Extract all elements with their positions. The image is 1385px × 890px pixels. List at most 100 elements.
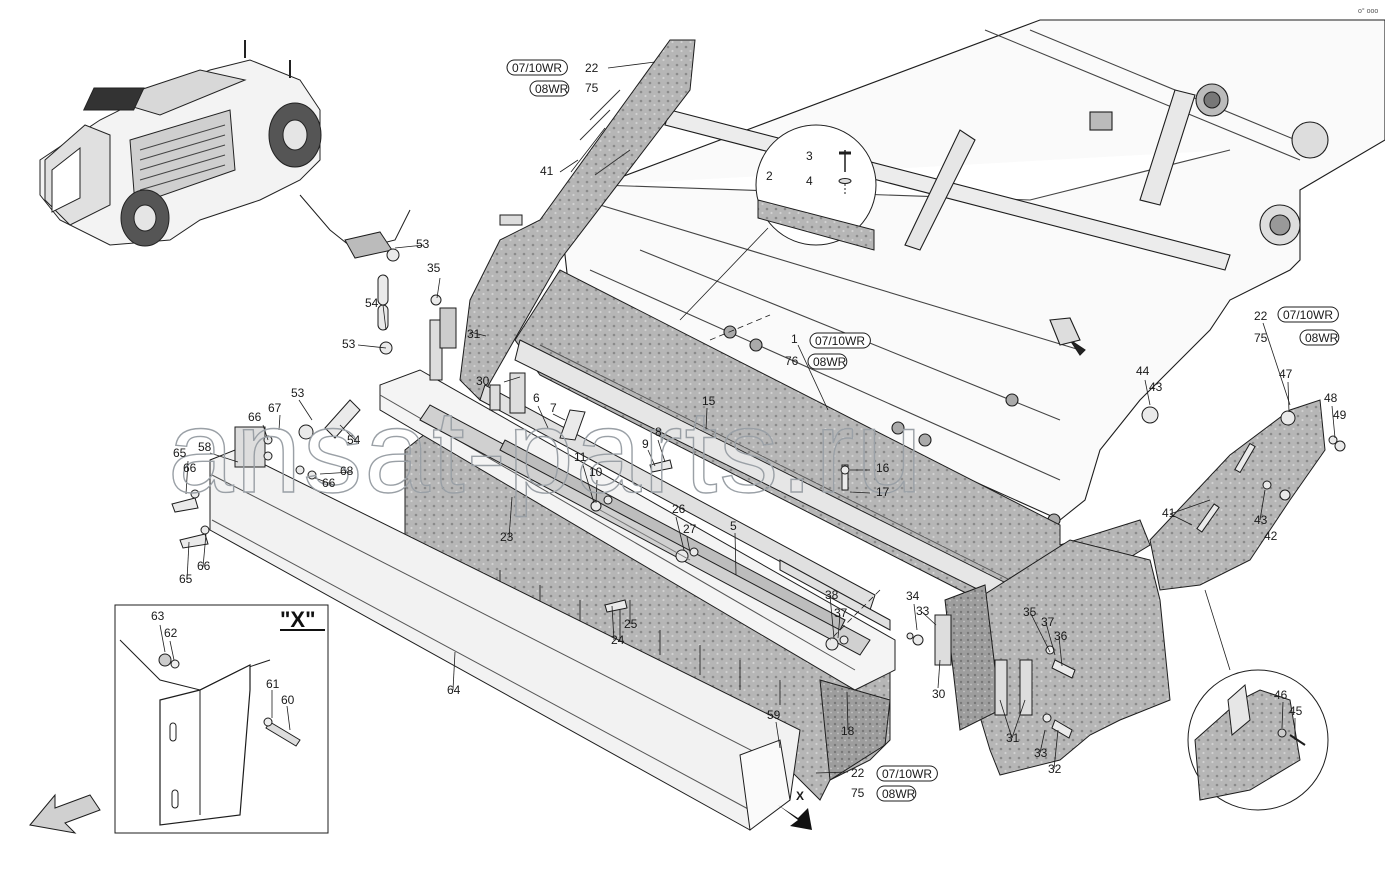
leader-line xyxy=(657,439,666,463)
callout-46: 46 xyxy=(1274,688,1288,702)
callout-6: 6 xyxy=(533,391,540,405)
callout-31: 31 xyxy=(1006,731,1020,745)
leader-line xyxy=(849,491,871,494)
watermark-text: ansat-parts.ru xyxy=(168,386,924,518)
leader-line xyxy=(503,376,521,383)
callout-75: 75 xyxy=(1254,331,1268,345)
variant-badge-frame xyxy=(1277,306,1339,323)
callout-64: 64 xyxy=(447,683,461,697)
callout-67: 67 xyxy=(268,401,282,415)
callout-49: 49 xyxy=(1333,408,1347,422)
leader-line xyxy=(1053,729,1059,770)
leader-line xyxy=(319,471,353,475)
variant-badge-frame xyxy=(876,785,917,802)
callout-33: 33 xyxy=(1034,746,1048,760)
callout-16: 16 xyxy=(876,461,890,475)
callout-60: 60 xyxy=(281,693,295,707)
callout-66: 66 xyxy=(248,410,262,424)
detail-circle-right xyxy=(1187,589,1329,811)
callout-65: 65 xyxy=(173,446,187,460)
variant-badge: 07/10WR xyxy=(512,61,562,75)
callout-8: 8 xyxy=(655,425,662,439)
leader-line xyxy=(815,771,849,774)
callout-66: 66 xyxy=(183,461,197,475)
callout-59: 59 xyxy=(767,708,781,722)
leader-line xyxy=(394,244,425,249)
leader-line xyxy=(159,624,166,653)
left-upper-panel xyxy=(459,39,696,401)
callout-22: 22 xyxy=(585,61,599,75)
variant-badge: 07/10WR xyxy=(815,334,865,348)
callout-17: 17 xyxy=(876,485,890,499)
callout-53: 53 xyxy=(416,237,430,251)
leader-line xyxy=(582,464,595,504)
leader-line xyxy=(314,477,335,486)
callout-30: 30 xyxy=(932,687,946,701)
leader-line xyxy=(298,399,313,421)
leader-line xyxy=(262,424,269,441)
leader-line xyxy=(775,721,781,749)
leader-line xyxy=(1262,322,1291,406)
callout-36: 36 xyxy=(1054,629,1068,643)
callout-35: 35 xyxy=(427,261,441,275)
callout-24: 24 xyxy=(611,633,625,647)
leader-line xyxy=(186,541,190,581)
callout-3: 3 xyxy=(806,149,813,163)
callout-66: 66 xyxy=(322,476,336,490)
hardware-items xyxy=(171,194,1346,739)
callout-76: 76 xyxy=(785,354,799,368)
callout-11: 11 xyxy=(574,450,587,464)
leader-line xyxy=(452,651,456,691)
leader-line xyxy=(339,424,356,441)
leader-line xyxy=(1029,611,1051,653)
leader-line xyxy=(607,61,656,69)
leader-line xyxy=(436,277,441,299)
callout-68: 68 xyxy=(340,464,354,478)
callout-43: 43 xyxy=(1149,380,1163,394)
variant-badge-frame xyxy=(529,80,570,97)
leader-line xyxy=(734,532,737,576)
variant-badge-frame xyxy=(506,59,568,76)
leader-line xyxy=(169,640,175,661)
callout-75: 75 xyxy=(851,786,865,800)
callout-45: 45 xyxy=(1289,704,1303,718)
callout-10: 10 xyxy=(589,465,603,479)
callout-44: 44 xyxy=(1136,364,1150,378)
leader-line xyxy=(1331,405,1336,439)
callout-58: 58 xyxy=(198,440,212,454)
callout-15: 15 xyxy=(702,394,716,408)
leader-line xyxy=(570,127,606,173)
leader-line xyxy=(921,611,937,626)
leader-line xyxy=(1287,381,1290,413)
variant-badge: 07/10WR xyxy=(1283,308,1333,322)
leader-line xyxy=(829,595,835,639)
leader-line xyxy=(552,413,566,421)
leader-line xyxy=(469,331,487,337)
variant-badge: 08WR xyxy=(813,355,847,369)
leader-line xyxy=(846,691,849,731)
callout-53: 53 xyxy=(342,337,356,351)
callout-1: 1 xyxy=(791,332,798,346)
callout-41: 41 xyxy=(540,164,554,178)
callout-22: 22 xyxy=(1254,309,1268,323)
leader-line xyxy=(611,605,615,641)
callout-32: 32 xyxy=(1048,762,1062,776)
variant-badge: 07/10WR xyxy=(882,767,932,781)
callout-23: 23 xyxy=(500,530,514,544)
leader-line xyxy=(508,496,513,539)
leader-line xyxy=(999,699,1013,739)
callout-75: 75 xyxy=(585,81,599,95)
leader-line xyxy=(1281,701,1284,729)
callout-47: 47 xyxy=(1279,367,1293,381)
callout-5: 5 xyxy=(730,519,737,533)
leader-line xyxy=(286,705,291,731)
callout-9: 9 xyxy=(642,437,649,451)
callout-41: 41 xyxy=(1162,506,1176,520)
leader-line xyxy=(202,533,207,568)
callout-37: 37 xyxy=(1041,615,1055,629)
leader-line xyxy=(937,659,941,689)
callout-48: 48 xyxy=(1324,391,1338,405)
callout-25: 25 xyxy=(624,617,638,631)
